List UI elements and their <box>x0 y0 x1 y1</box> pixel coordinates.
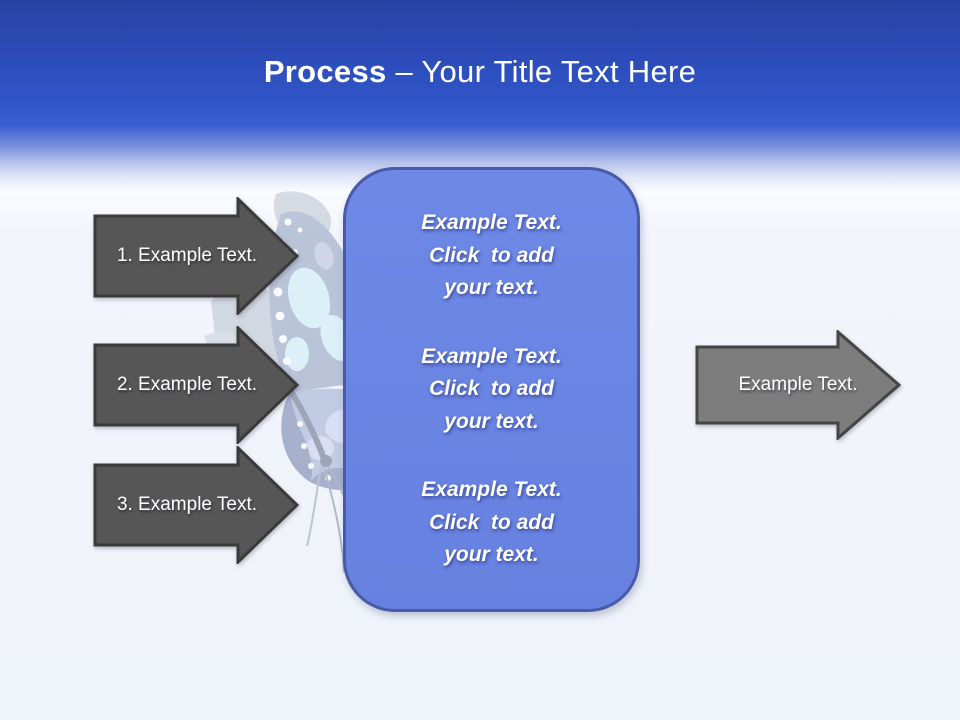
arrow-polygon <box>93 197 299 315</box>
process-step-arrow-3[interactable]: 3. Example Text. <box>93 446 299 564</box>
arrow-polygon <box>93 446 299 564</box>
arrow-shape <box>695 330 901 440</box>
arrow-shape <box>93 446 299 564</box>
text-placeholder-1[interactable]: Example Text. Click to add your text. <box>421 211 562 300</box>
arrow-polygon <box>695 330 901 440</box>
text-placeholder-3[interactable]: Example Text. Click to add your text. <box>421 478 562 567</box>
arrow-shape <box>93 197 299 315</box>
title-keyword: Process <box>263 54 387 89</box>
arrow-shape <box>93 326 299 444</box>
text-placeholder-2[interactable]: Example Text. Click to add your text. <box>421 344 562 433</box>
center-text-box[interactable]: Example Text. Click to add your text. Ex… <box>343 167 640 612</box>
process-step-arrow-2[interactable]: 2. Example Text. <box>93 326 299 444</box>
arrow-polygon <box>93 326 299 444</box>
process-step-arrow-1[interactable]: 1. Example Text. <box>93 197 299 315</box>
title-subtitle: – Your Title Text Here <box>386 54 697 89</box>
page-title: Process – Your Title Text Here <box>0 54 960 90</box>
result-arrow[interactable]: Example Text. <box>695 330 901 440</box>
